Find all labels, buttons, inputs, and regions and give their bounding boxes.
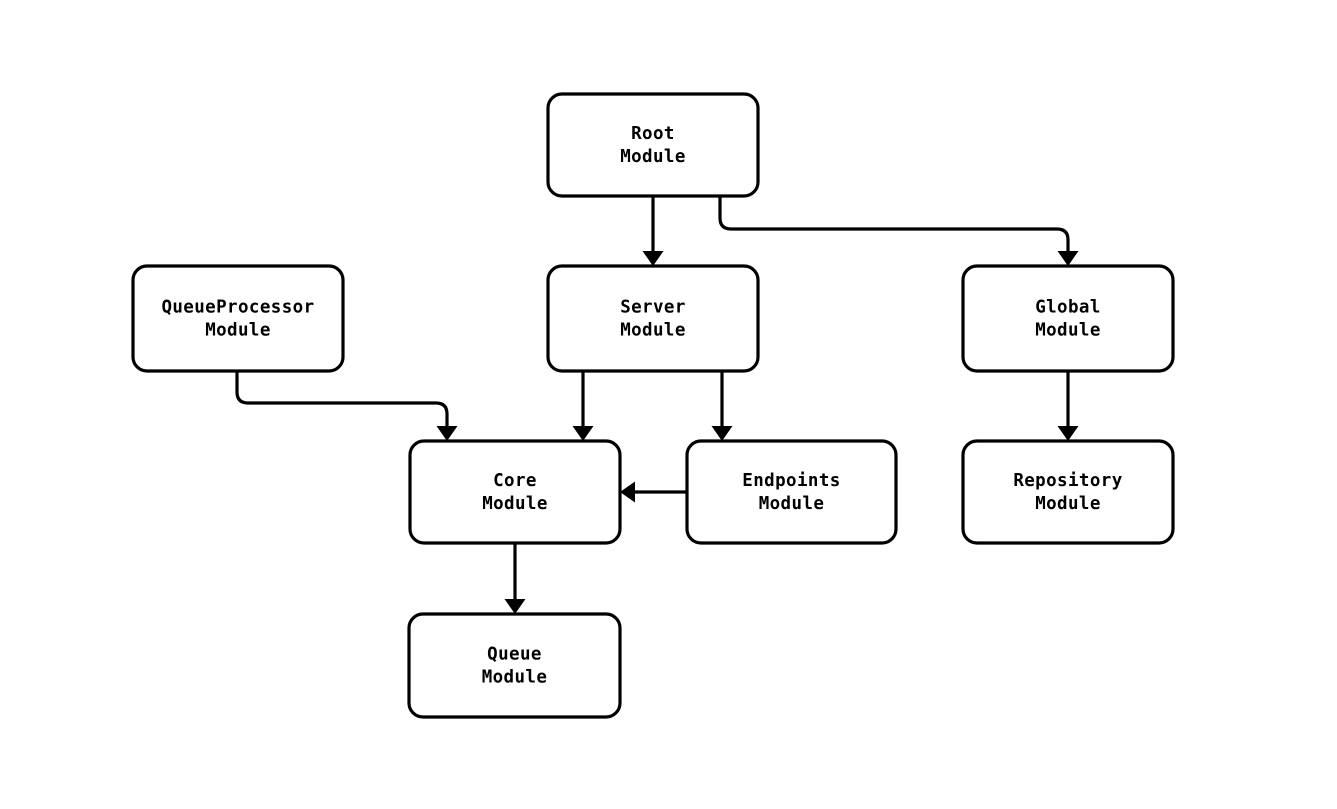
arrow-head-icon <box>1057 251 1079 266</box>
edge-server-to-endpoints <box>711 371 733 441</box>
arrow-head-icon <box>620 481 635 503</box>
edge-queueprocessor-to-core <box>235 371 458 441</box>
edge-global-to-repository <box>1057 371 1079 441</box>
edge-line <box>235 371 449 427</box>
node-label-line1: QueueProcessor <box>161 298 314 318</box>
node-box[interactable] <box>961 264 1175 373</box>
node-box[interactable] <box>407 612 622 719</box>
node-box[interactable] <box>546 92 760 198</box>
node-label-line2: Module <box>482 494 548 514</box>
node-label-line1: Core <box>493 471 537 491</box>
node-label-line1: Global <box>1035 298 1101 318</box>
node-label-line2: Module <box>1035 494 1101 514</box>
node-label-line2: Module <box>1035 321 1101 341</box>
edges-layer <box>235 196 1079 614</box>
node-label-line1: Root <box>631 124 675 144</box>
edge-root-to-global <box>718 196 1079 266</box>
node-label-line1: Server <box>620 298 686 318</box>
edge-core-to-queue <box>504 543 526 614</box>
arrow-head-icon <box>711 426 733 441</box>
edge-endpoints-to-core <box>620 481 687 503</box>
node-box[interactable] <box>546 264 760 373</box>
edge-server-to-core <box>572 371 594 441</box>
edge-line <box>718 196 1070 252</box>
node-label-line2: Module <box>759 494 825 514</box>
edge-root-to-server <box>642 196 664 266</box>
node-label-line1: Endpoints <box>742 471 840 491</box>
arrow-head-icon <box>1057 426 1079 441</box>
node-label-line2: Module <box>482 668 548 688</box>
node-box[interactable] <box>961 439 1175 545</box>
arrow-head-icon <box>572 426 594 441</box>
nodes-layer: RootModuleQueueProcessorModuleServerModu… <box>131 92 1175 719</box>
node-box[interactable] <box>408 439 622 545</box>
node-label-line2: Module <box>620 321 686 341</box>
arrow-head-icon <box>504 599 526 614</box>
node-box[interactable] <box>685 439 898 545</box>
node-label-line1: Queue <box>487 645 542 665</box>
node-label-line1: Repository <box>1013 471 1122 491</box>
node-label-line2: Module <box>620 147 686 167</box>
node-box[interactable] <box>131 264 345 373</box>
arrow-head-icon <box>642 251 664 266</box>
node-label-line2: Module <box>205 321 271 341</box>
arrow-head-icon <box>436 426 458 441</box>
